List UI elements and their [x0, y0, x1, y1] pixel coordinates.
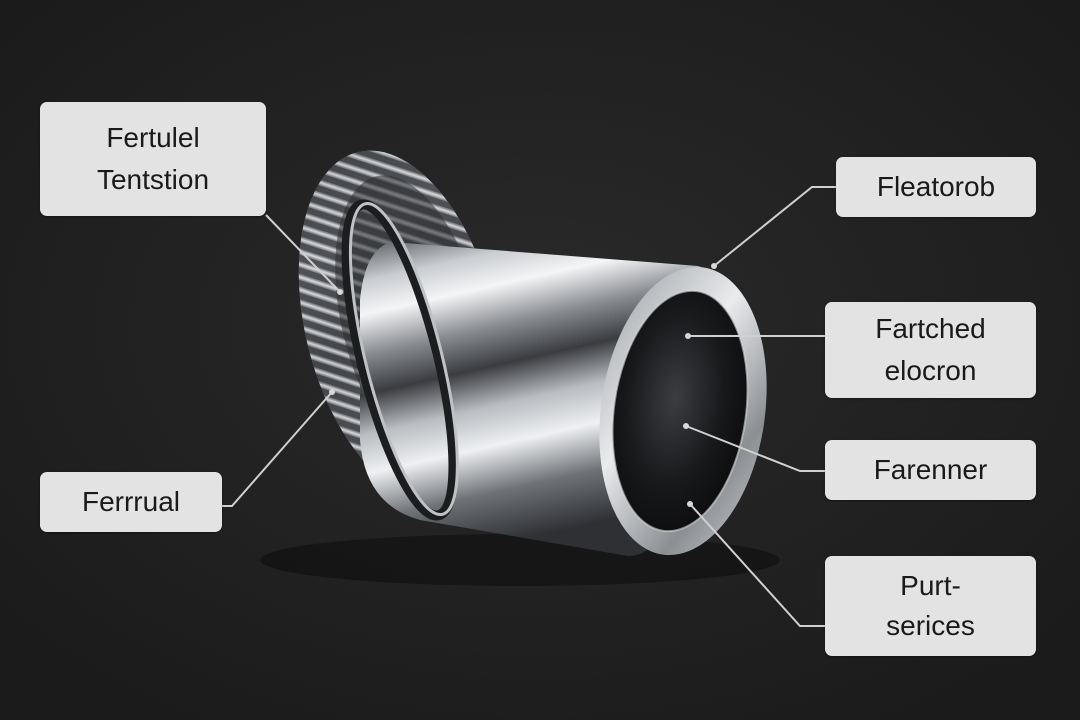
- label-top-left: Fertulel Tentstion: [40, 102, 266, 216]
- label-right-3: Farenner: [825, 440, 1036, 500]
- label-right-3-line-1: Farenner: [873, 454, 988, 485]
- label-top-left-line-1: Fertulel: [106, 122, 200, 153]
- label-right-4-line-2: serices: [886, 610, 975, 641]
- label-right-2-line-2: elocron: [884, 355, 977, 386]
- label-right-1: Fleatorob: [836, 157, 1036, 217]
- label-right-1-line-1: Fleatorob: [876, 171, 996, 202]
- label-bottom-left: Ferrrual: [40, 472, 222, 532]
- label-right-4-line-1: Purt-: [900, 570, 961, 601]
- label-top-left-line-2: Tentstion: [96, 164, 210, 195]
- label-bottom-left-line-1: Ferrrual: [81, 486, 180, 517]
- label-right-4: Purt- serices: [825, 556, 1036, 656]
- label-right-2: Fartched elocron: [825, 302, 1036, 398]
- label-right-2-line-1: Fartched: [875, 313, 986, 344]
